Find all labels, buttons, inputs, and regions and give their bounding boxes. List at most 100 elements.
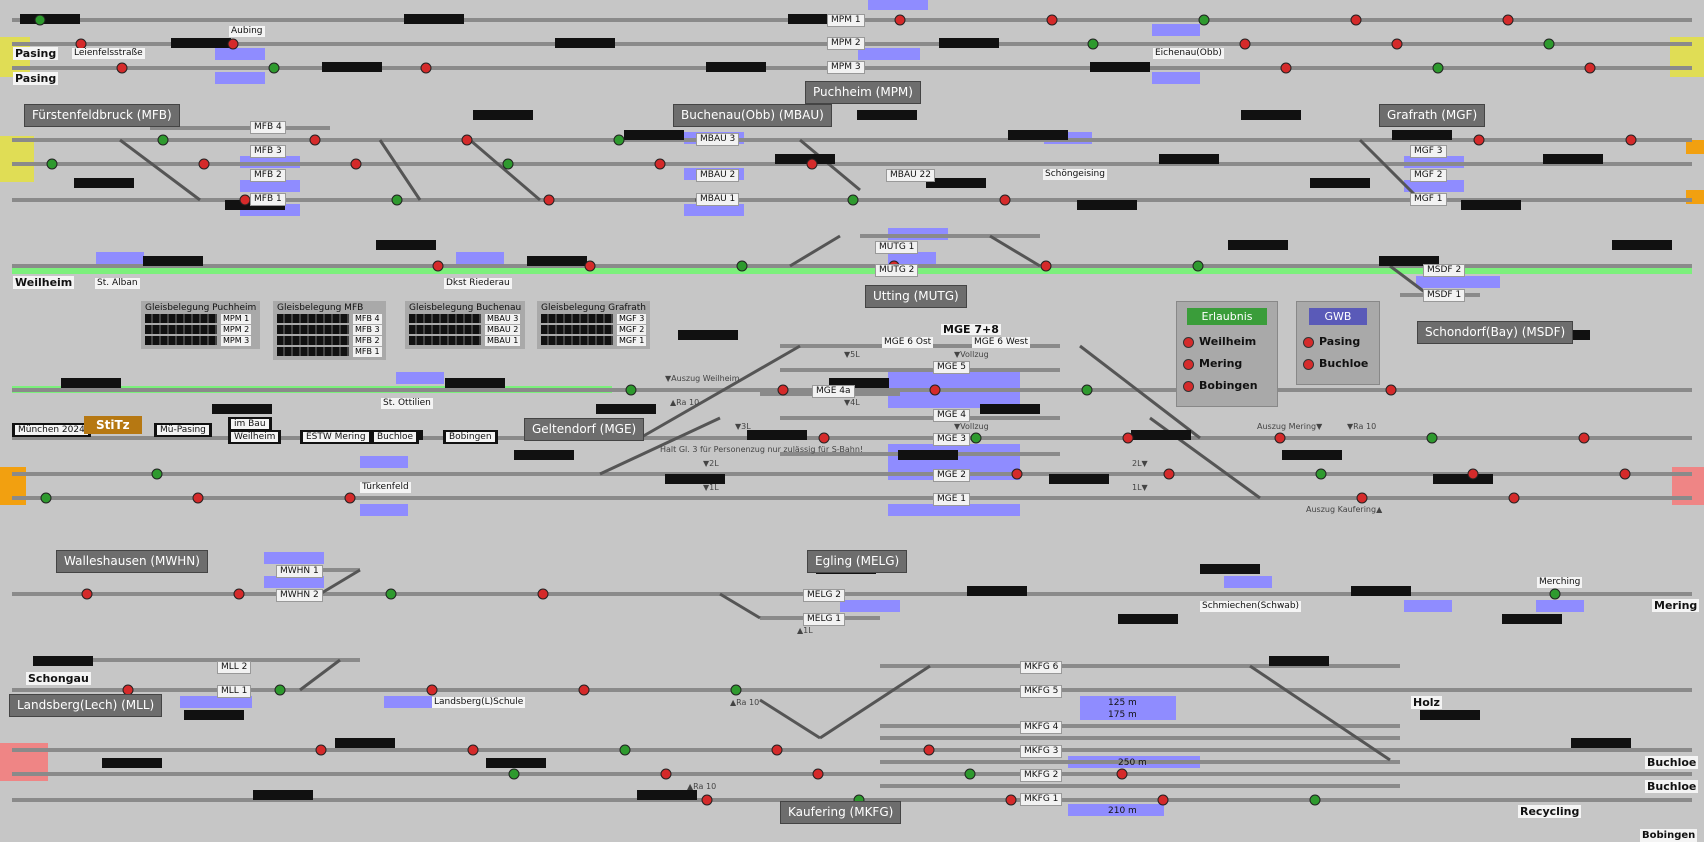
track-mfb1[interactable]: MFB 1 (250, 193, 286, 206)
track-mge3[interactable]: MGE 3 (933, 433, 971, 446)
track-mutg2[interactable]: MUTG 2 (875, 264, 919, 277)
equipment-block (1228, 240, 1288, 250)
track-mkfg2[interactable]: MKFG 2 (1020, 769, 1063, 782)
equipment-block (102, 758, 162, 768)
gwb-buchloe[interactable]: Buchloe (1297, 353, 1379, 375)
signal-icon (1350, 14, 1362, 26)
erlaubnis-label: Weilheim (1199, 335, 1257, 348)
station-melg[interactable]: Egling (MELG) (807, 550, 908, 573)
stitz-button[interactable]: StiTz (84, 416, 142, 434)
signal-icon (420, 62, 432, 74)
signal-icon (1309, 794, 1321, 806)
erlaubnis-label: Bobingen (1199, 379, 1258, 392)
occupied-block (360, 456, 408, 468)
track-mkfg5[interactable]: MKFG 5 (1020, 685, 1063, 698)
track-mge1[interactable]: MGE 1 (933, 493, 971, 506)
occupied-block (240, 180, 300, 192)
track-mll2[interactable]: MLL 2 (217, 661, 252, 674)
status-mue-pasing[interactable]: Mü-Pasing (154, 423, 212, 437)
station-mutg[interactable]: Utting (MUTG) (865, 285, 967, 308)
end-bobingen[interactable]: Bobingen (1640, 829, 1698, 842)
track-mutg1[interactable]: MUTG 1 (875, 241, 919, 254)
track-mkfg4[interactable]: MKFG 4 (1020, 721, 1063, 734)
end-weilheim[interactable]: Weilheim (13, 276, 75, 289)
track-mpm1[interactable]: MPM 1 (827, 14, 865, 27)
gwb-panel: GWB Pasing Buchloe (1296, 301, 1380, 385)
station-mpm[interactable]: Puchheim (MPM) (805, 81, 921, 104)
erlaubnis-weilheim[interactable]: Weilheim (1177, 331, 1277, 353)
track-mge4[interactable]: MGE 4 (933, 409, 971, 422)
track-mfb3[interactable]: MFB 3 (250, 145, 286, 158)
status-label: Mü-Pasing (157, 425, 209, 435)
track-mpm2[interactable]: MPM 2 (827, 37, 865, 50)
signal-icon (736, 260, 748, 272)
end-holz[interactable]: Holz (1411, 696, 1442, 709)
track-mbau2[interactable]: MBAU 2 (696, 169, 740, 182)
station-mge[interactable]: Geltendorf (MGE) (524, 418, 645, 441)
track-mkfg3[interactable]: MKFG 3 (1020, 745, 1063, 758)
gwb-title: GWB (1309, 308, 1367, 325)
equipment-block (376, 240, 436, 250)
gleisbelegung-title: Gleisbelegung Puchheim (145, 303, 257, 313)
track-mfb2[interactable]: MFB 2 (250, 169, 286, 182)
end-buchloe-2[interactable]: Buchloe (1645, 780, 1699, 793)
note-auszug-weilheim: ▼Auszug Weilheim (665, 374, 740, 383)
track-mwhn1[interactable]: MWHN 1 (276, 565, 323, 578)
status-bobingen[interactable]: Bobingen (443, 430, 498, 444)
track-mkfg1[interactable]: MKFG 1 (1020, 793, 1063, 806)
equipment-block (1543, 154, 1603, 164)
station-msdf[interactable]: Schondorf(Bay) (MSDF) (1417, 321, 1574, 344)
station-mgf[interactable]: Grafrath (MGF) (1379, 104, 1486, 127)
end-pasing-2[interactable]: Pasing (13, 72, 59, 85)
signal-icon (1385, 384, 1397, 396)
track-mpm3[interactable]: MPM 3 (827, 61, 865, 74)
track-mbau3[interactable]: MBAU 3 (696, 133, 740, 146)
station-mkfg[interactable]: Kaufering (MKFG) (780, 801, 902, 824)
station-mbau[interactable]: Buchenau(Obb) (MBAU) (673, 104, 832, 127)
end-recycling[interactable]: Recycling (1518, 805, 1582, 818)
status-estw-mering[interactable]: ESTW Mering (300, 430, 372, 444)
track-msdf1[interactable]: MSDF 1 (1423, 289, 1466, 302)
end-mering[interactable]: Mering (1652, 599, 1700, 612)
gwb-pasing[interactable]: Pasing (1297, 331, 1379, 353)
station-mwhn[interactable]: Walleshausen (MWHN) (56, 550, 208, 573)
signal-icon (502, 158, 514, 170)
end-pasing-1[interactable]: Pasing (13, 47, 59, 60)
track-mbau22[interactable]: MBAU 22 (886, 169, 935, 182)
track-mge2[interactable]: MGE 2 (933, 469, 971, 482)
erlaubnis-bobingen[interactable]: Bobingen (1177, 375, 1277, 397)
track-melg2[interactable]: MELG 2 (803, 589, 846, 602)
status-weilheim[interactable]: Weilheim (228, 430, 282, 444)
track-mwhn2[interactable]: MWHN 2 (276, 589, 323, 602)
occupied-block (96, 252, 144, 264)
track-mgf2[interactable]: MGF 2 (1410, 169, 1447, 182)
track-mgf3[interactable]: MGF 3 (1410, 145, 1447, 158)
track-mgf1[interactable]: MGF 1 (1410, 193, 1447, 206)
station-mll[interactable]: Landsberg(Lech) (MLL) (9, 694, 163, 717)
track-mkfg6[interactable]: MKFG 6 (1020, 661, 1063, 674)
end-buchloe-1[interactable]: Buchloe (1645, 756, 1699, 769)
occupied-block (360, 504, 408, 516)
signal-icon (157, 134, 169, 146)
status-muenchen[interactable]: München 2024 (12, 423, 91, 437)
track-mfb4[interactable]: MFB 4 (250, 121, 286, 134)
occupied-block (1080, 696, 1176, 720)
status-buchloe[interactable]: Buchloe (371, 430, 420, 444)
equipment-block (171, 38, 231, 48)
track-mbau1[interactable]: MBAU 1 (696, 193, 740, 206)
signal-icon (233, 588, 245, 600)
track-mge4a[interactable]: MGE 4a (812, 385, 855, 398)
track-melg1[interactable]: MELG 1 (803, 613, 846, 626)
station-mfb[interactable]: Fürstenfeldbruck (MFB) (24, 104, 180, 127)
erlaubnis-mering[interactable]: Mering (1177, 353, 1277, 375)
signal-icon (806, 158, 818, 170)
track-mge5[interactable]: MGE 5 (933, 361, 971, 374)
signal-icon (654, 158, 666, 170)
status-im-bau[interactable]: im Bau (228, 417, 272, 431)
end-schongau[interactable]: Schongau (26, 672, 91, 685)
status-label: München 2024 (15, 425, 88, 435)
track-mll1[interactable]: MLL 1 (217, 685, 252, 698)
track-msdf2[interactable]: MSDF 2 (1423, 264, 1466, 277)
gb-row: MGF 3 (617, 313, 647, 324)
gb-row: MFB 3 (353, 324, 382, 335)
